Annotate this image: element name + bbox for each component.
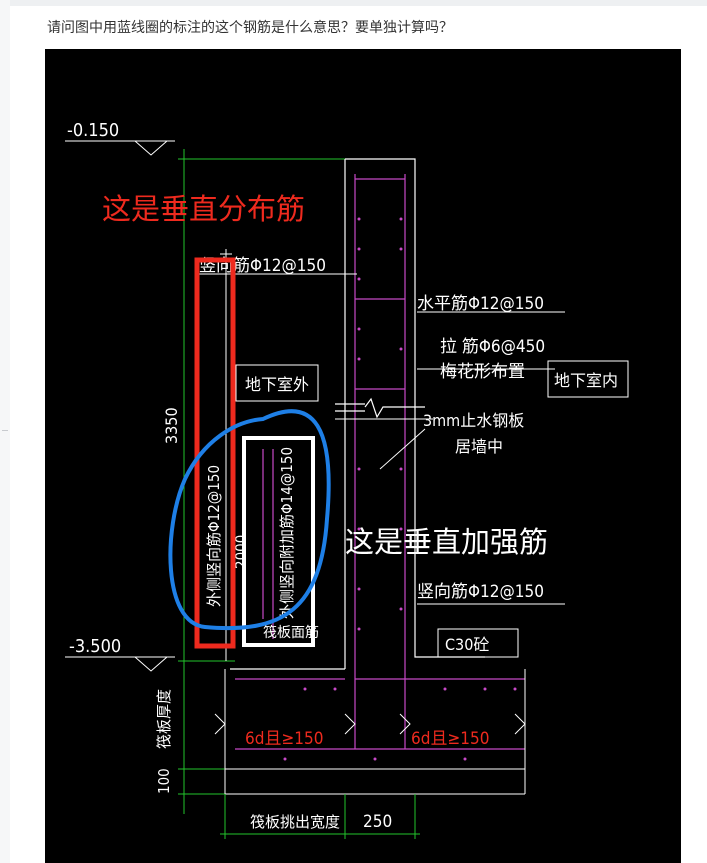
right-dimension-chain — [220, 249, 232, 661]
elevation-bottom-marker — [65, 656, 175, 672]
dim-250-label: 250 — [363, 812, 392, 832]
white-annotation-text: 这是垂直加强筋 — [345, 525, 548, 559]
dim-3350-label: 3350 — [162, 407, 181, 444]
bottom-dimension — [220, 794, 420, 839]
horiz-rebar-label: 水平筋Φ12@150 — [417, 294, 544, 314]
elevation-top-marker — [65, 140, 175, 156]
left-dimension-chain — [178, 149, 345, 814]
inside-label: 地下室内 — [554, 371, 618, 390]
tie-rebar-label: 拉 筋Φ6@450 — [440, 337, 545, 357]
anchor-right-label: 6d且≥150 — [411, 729, 489, 749]
page-left-gutter — [0, 0, 10, 863]
leader-lines — [195, 273, 565, 605]
white-highlight-box — [242, 436, 315, 647]
inside-label-box — [547, 360, 629, 398]
elevation-bottom-label: -3.500 — [69, 636, 121, 657]
outside-label-box — [235, 364, 319, 402]
concrete-label-box — [437, 628, 519, 658]
concrete-label: C30砼 — [445, 635, 489, 654]
wall-rebar — [235, 174, 525, 750]
cad-drawing-canvas: -0.150 -3.500 3350 2000 100 筏板厚度 — [65, 120, 629, 839]
waterstop-symbol — [335, 397, 425, 419]
rebar-dots — [283, 217, 517, 761]
blue-circle-annotation — [168, 409, 331, 631]
anchor-left-label: 6d且≥150 — [245, 729, 323, 749]
raft-top-rebar-label: 筏板面筋 — [263, 624, 319, 641]
vert-rebar-mid-label: 竖向筋Φ12@150 — [417, 582, 544, 602]
red-annotation-text: 这是垂直分布筋 — [102, 192, 305, 226]
red-highlight-box — [194, 257, 236, 649]
raft-thickness-label: 筏板厚度 — [155, 689, 173, 749]
waterstop-pos-label: 居墙中 — [455, 437, 503, 456]
dim-100-label: 100 — [155, 768, 173, 794]
post-question-text: 请问图中用蓝线圈的标注的这个钢筋是什么意思？要单独计算吗？ — [47, 20, 453, 36]
raft-slab — [214, 669, 526, 795]
outer-add-rebar-label: 外侧竖向附加筋Φ14@150 — [278, 447, 296, 619]
gutter-tick — [2, 430, 8, 431]
tie-layout-label: 梅花形布置 — [440, 362, 525, 382]
outer-vert-rebar-label: 外侧竖向筋Φ12@150 — [205, 465, 223, 607]
page-top-border — [0, 0, 707, 6]
cad-drawing-image: -0.150 -3.500 3350 2000 100 筏板厚度 — [45, 49, 681, 863]
raft-width-label: 筏板挑出宽度 — [250, 813, 340, 831]
elevation-top-label: -0.150 — [67, 120, 119, 141]
waterstop-label: 3mm止水钢板 — [423, 411, 524, 430]
outside-label: 地下室外 — [245, 375, 309, 394]
